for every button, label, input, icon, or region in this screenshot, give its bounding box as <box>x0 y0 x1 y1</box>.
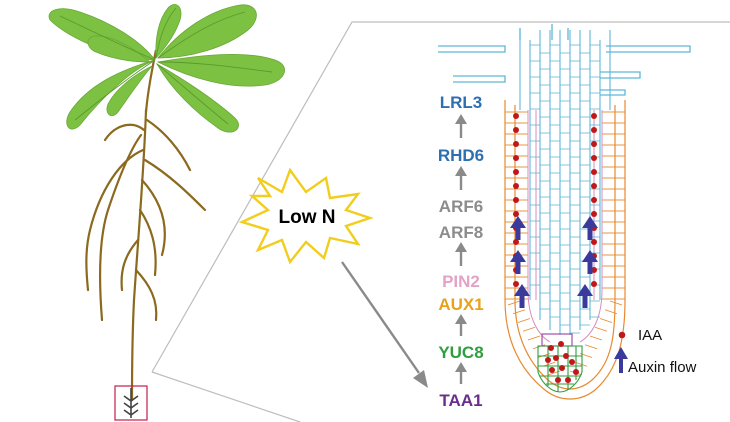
gene-rhd6: RHD6 <box>438 146 484 165</box>
low-n-label: Low N <box>279 207 336 228</box>
root-section <box>438 24 691 400</box>
arrow-up-icon <box>455 242 467 266</box>
pathway-chain: LRL3 RHD6 ARF6 ARF8 PIN2 AUX1 YUC8 TAA1 <box>438 93 484 410</box>
auxin-arrow-icon <box>577 284 593 308</box>
auxin-flow-arrows <box>510 216 598 308</box>
cap-cell-wall <box>522 326 536 332</box>
iaa-dot <box>591 169 597 175</box>
legend-flow-arrow-icon <box>614 347 628 373</box>
pathway-arrows <box>455 114 467 384</box>
gene-arf6: ARF6 <box>439 197 483 216</box>
cap-cell-wall <box>507 300 521 306</box>
iaa-dot <box>553 355 559 361</box>
iaa-dot <box>513 155 519 161</box>
iaa-dot <box>591 197 597 203</box>
iaa-dot <box>555 377 561 383</box>
iaa-dot <box>591 183 597 189</box>
auxin-arrow-icon <box>510 250 526 274</box>
root-tip-box <box>114 385 148 421</box>
arrow-up-icon <box>455 114 467 138</box>
arrow-up-icon <box>455 362 467 384</box>
iaa-dot <box>591 155 597 161</box>
iaa-dot <box>513 281 519 287</box>
iaa-dot <box>565 377 571 383</box>
cap-cell-wall <box>574 361 588 367</box>
iaa-dot <box>513 183 519 189</box>
iaa-dot <box>563 353 569 359</box>
cap-cell-wall <box>599 318 613 323</box>
low-n-arrow-head <box>413 370 428 388</box>
auxin-arrow-icon <box>582 250 598 274</box>
legend-flow-label: Auxin flow <box>628 359 697 376</box>
iaa-dot <box>549 367 555 373</box>
gene-aux1: AUX1 <box>438 295 483 314</box>
iaa-dot <box>559 365 565 371</box>
cap-cell-wall <box>594 326 608 332</box>
cap-cell-wall <box>512 309 526 315</box>
cap-cell-wall <box>584 344 598 350</box>
iaa-dot <box>591 281 597 287</box>
iaa-dot <box>513 127 519 133</box>
legend-iaa-label: IAA <box>638 327 662 344</box>
iaa-dot <box>513 211 519 217</box>
legend: IAA Auxin flow <box>614 327 697 376</box>
root-hairs <box>438 24 691 96</box>
low-n-arrow-line <box>341 261 420 374</box>
iaa-dot <box>573 369 579 375</box>
vascular-cells <box>530 44 600 334</box>
iaa-dot <box>513 169 519 175</box>
low-n-burst <box>238 167 374 265</box>
iaa-dot <box>513 113 519 119</box>
plant-illustration <box>48 4 285 421</box>
cap-cell-wall <box>589 335 603 341</box>
plant-leaf-veins <box>59 7 273 125</box>
legend-iaa-dot <box>618 331 626 339</box>
iaa-dot <box>591 211 597 217</box>
gene-lrl3: LRL3 <box>440 93 483 112</box>
gene-arf8: ARF8 <box>439 223 483 242</box>
auxin-arrow-icon <box>510 216 526 240</box>
iaa-dot <box>569 359 575 365</box>
root-tip-mini <box>123 388 139 418</box>
auxin-arrow-icon <box>582 216 598 240</box>
iaa-dot <box>591 141 597 147</box>
iaa-dot <box>591 113 597 119</box>
root-vascular <box>519 30 611 335</box>
cap-cell-wall <box>532 344 546 350</box>
arrow-up-icon <box>455 314 467 336</box>
iaa-dot <box>548 345 554 351</box>
iaa-dot <box>591 127 597 133</box>
cap-cell-wall <box>604 309 618 315</box>
gene-yuc8: YUC8 <box>438 343 483 362</box>
inset-frame-lower <box>151 371 301 422</box>
low-n-callout: Low N <box>238 167 428 388</box>
iaa-dot <box>513 197 519 203</box>
iaa-dot <box>545 357 551 363</box>
inset-frame <box>151 21 730 373</box>
arrow-up-icon <box>455 166 467 190</box>
gene-pin2: PIN2 <box>442 272 480 291</box>
inset-panel <box>151 21 730 422</box>
cap-cell-wall <box>609 300 623 306</box>
iaa-dot <box>513 239 519 245</box>
cap-cell-wall <box>527 335 541 341</box>
plant-stem <box>144 49 158 113</box>
gene-taa1: TAA1 <box>439 391 482 410</box>
auxin-arrow-icon <box>514 284 530 308</box>
root-tip-highlight <box>114 385 148 421</box>
iaa-dot <box>513 141 519 147</box>
iaa-dots <box>513 113 597 383</box>
epidermis-cells <box>505 111 625 376</box>
iaa-dot <box>591 239 597 245</box>
plant-roots <box>85 108 207 402</box>
cap-cell-wall <box>517 318 531 323</box>
iaa-dot <box>558 341 564 347</box>
